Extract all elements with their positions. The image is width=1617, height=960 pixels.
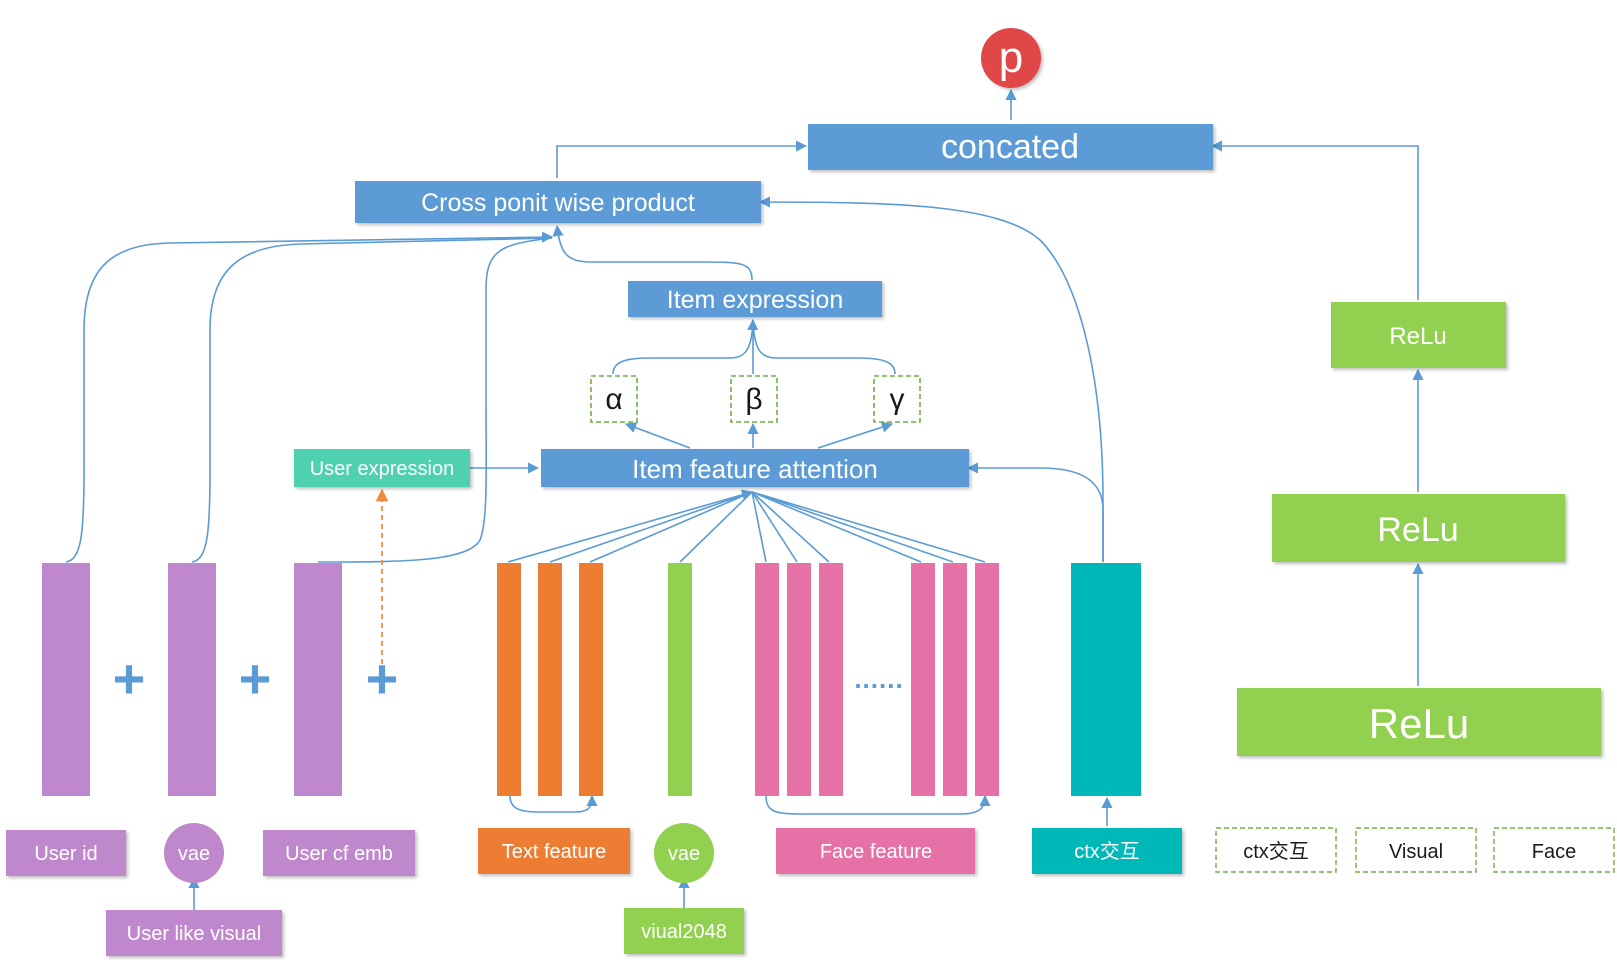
edge-ctx-to-cross <box>758 196 1104 562</box>
user-bars <box>42 563 342 796</box>
face-feature-box: Face feature <box>776 828 975 874</box>
relu-top-node: ReLu <box>1331 302 1506 368</box>
user-vae-bar <box>168 563 216 796</box>
concated-node: concated <box>808 124 1213 170</box>
ctx-label: ctx交互 <box>1074 840 1140 863</box>
user-id-label: User id <box>34 843 97 865</box>
user-vae-circle: vae <box>164 823 224 883</box>
item-attention-label: Item feature attention <box>632 454 878 484</box>
user-vae-label: vae <box>178 843 210 865</box>
relu-top-label: ReLu <box>1389 323 1446 350</box>
beta-label: β <box>745 383 762 416</box>
edge-user-id-to-cross <box>65 231 554 563</box>
vial2048-label: viual2048 <box>641 921 727 943</box>
item-expression-label: Item expression <box>667 286 843 314</box>
concated-label: concated <box>941 128 1079 166</box>
plus-sign-2: + <box>239 647 272 710</box>
cross-product-label: Cross ponit wise product <box>421 189 695 217</box>
item-vae-circle: vae <box>654 823 714 883</box>
item-attention-node: Item feature attention <box>541 449 969 487</box>
alpha-node: α <box>590 375 638 423</box>
edge-alpha-to-item-expression <box>612 318 759 375</box>
svg-text:Face: Face <box>1532 841 1576 863</box>
relu-bottom-node: ReLu <box>1237 688 1601 756</box>
edges <box>65 88 1424 910</box>
alpha-label: α <box>605 383 622 416</box>
ctx-box: ctx交互 <box>1032 828 1182 874</box>
user-cf-emb-box: User cf emb <box>263 830 415 876</box>
user-id-bar <box>42 563 90 796</box>
user-cf-bar <box>294 563 342 796</box>
edge-user-vae-to-cross <box>191 237 553 563</box>
plus-signs: + + + <box>113 647 399 710</box>
legend-item-face: Face <box>1493 827 1615 873</box>
edge-face-bracket <box>765 794 991 815</box>
edge-ctx-to-attention <box>966 462 1104 562</box>
item-vae-label: vae <box>668 843 700 865</box>
edge-cross-to-concated <box>556 140 808 178</box>
relu-bottom-label: ReLu <box>1369 700 1469 747</box>
vial2048-box: viual2048 <box>624 908 744 954</box>
user-like-visual-box: User like visual <box>106 910 282 956</box>
ellipsis: ...... <box>854 664 903 694</box>
edge-user-cf-to-cross <box>317 237 553 563</box>
edge-gamma-to-item-expression <box>752 319 896 375</box>
relu-mid-label: ReLu <box>1377 511 1458 549</box>
svg-text:Visual: Visual <box>1389 841 1443 863</box>
gamma-label: γ <box>890 383 905 416</box>
user-expression-node: User expression <box>294 449 470 487</box>
edge-text-bracket <box>509 794 598 813</box>
ctx-bar <box>1071 563 1141 796</box>
item-expression-node: Item expression <box>628 281 882 317</box>
user-expression-label: User expression <box>310 458 455 480</box>
user-cf-emb-label: User cf emb <box>285 843 393 865</box>
plus-sign-3: + <box>366 647 399 710</box>
plus-sign-1: + <box>113 647 146 710</box>
text-feature-bars <box>497 563 603 796</box>
text-feature-box: Text feature <box>478 828 630 874</box>
edge-attention-to-gamma <box>817 421 894 449</box>
edge-relu-to-concated <box>1210 140 1419 300</box>
edge-attention-to-alpha <box>624 422 691 449</box>
legend-item-ctx: ctx交互 <box>1215 827 1337 873</box>
output-node: p <box>981 28 1041 88</box>
text-feature-label: Text feature <box>502 841 607 863</box>
visual-vae-bar <box>668 563 692 796</box>
edge-item-expression-to-cross <box>552 224 753 281</box>
output-label: p <box>999 33 1023 82</box>
relu-mid-node: ReLu <box>1272 494 1565 562</box>
user-id-box: User id <box>6 830 126 876</box>
edges-feature-fan-in <box>507 489 986 563</box>
svg-text:ctx交互: ctx交互 <box>1243 840 1309 863</box>
user-like-visual-label: User like visual <box>127 923 261 945</box>
face-feature-bars <box>755 563 999 796</box>
gamma-node: γ <box>873 375 921 423</box>
beta-node: β <box>730 375 778 423</box>
legend: ctx交互 Visual Face <box>1215 827 1615 873</box>
legend-item-visual: Visual <box>1355 827 1477 873</box>
cross-product-node: Cross ponit wise product <box>355 181 761 223</box>
face-feature-label: Face feature <box>820 841 932 863</box>
